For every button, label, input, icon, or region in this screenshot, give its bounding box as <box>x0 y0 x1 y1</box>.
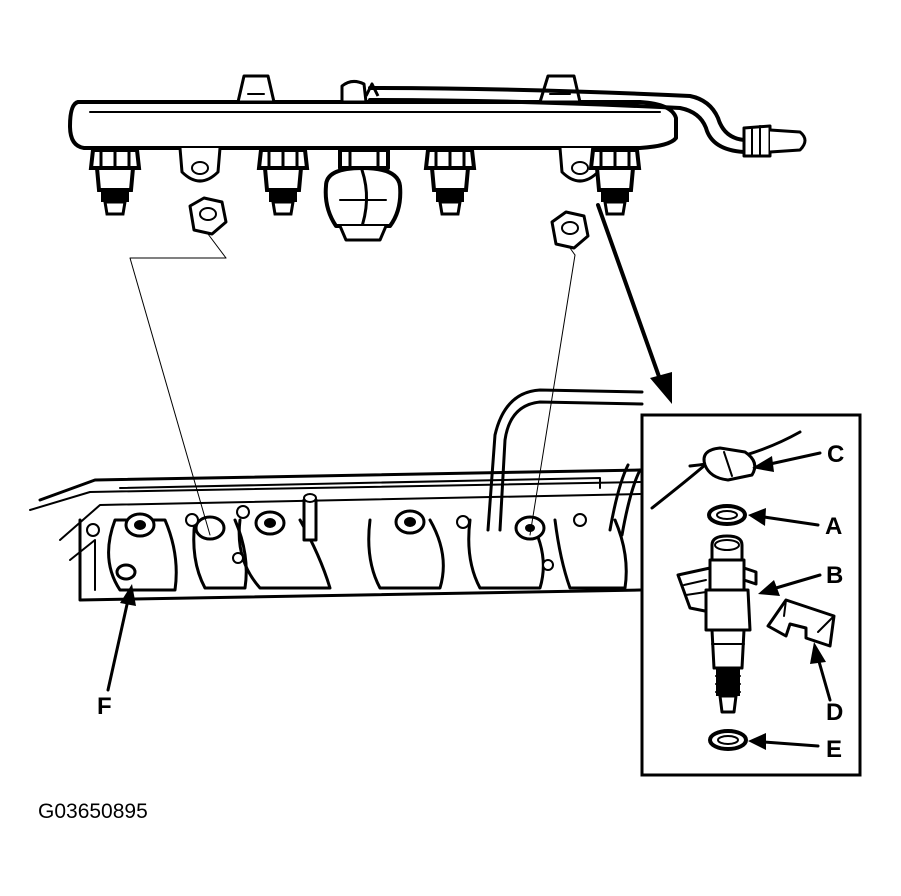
injector-detail-panel <box>640 413 862 777</box>
callout-e: E <box>826 736 842 763</box>
callout-b: B <box>826 562 843 589</box>
rail-mounting-nuts <box>188 196 590 250</box>
f-pointer-arrow <box>106 584 136 692</box>
rail-injector <box>88 148 142 216</box>
alignment-leaders <box>129 233 576 536</box>
rail-injector <box>423 148 477 216</box>
callout-d: D <box>826 699 843 726</box>
fuel-rail <box>68 74 807 183</box>
callout-c: C <box>827 441 844 468</box>
figure-id: G03650895 <box>38 800 148 823</box>
callout-a: A <box>825 513 842 540</box>
pressure-regulator <box>323 148 403 242</box>
intake-manifold <box>29 388 644 602</box>
rail-injector <box>588 148 642 216</box>
rail-injectors <box>88 148 642 216</box>
detail-arrow <box>596 203 672 404</box>
callout-f: F <box>97 693 112 720</box>
rail-injector <box>256 148 310 216</box>
